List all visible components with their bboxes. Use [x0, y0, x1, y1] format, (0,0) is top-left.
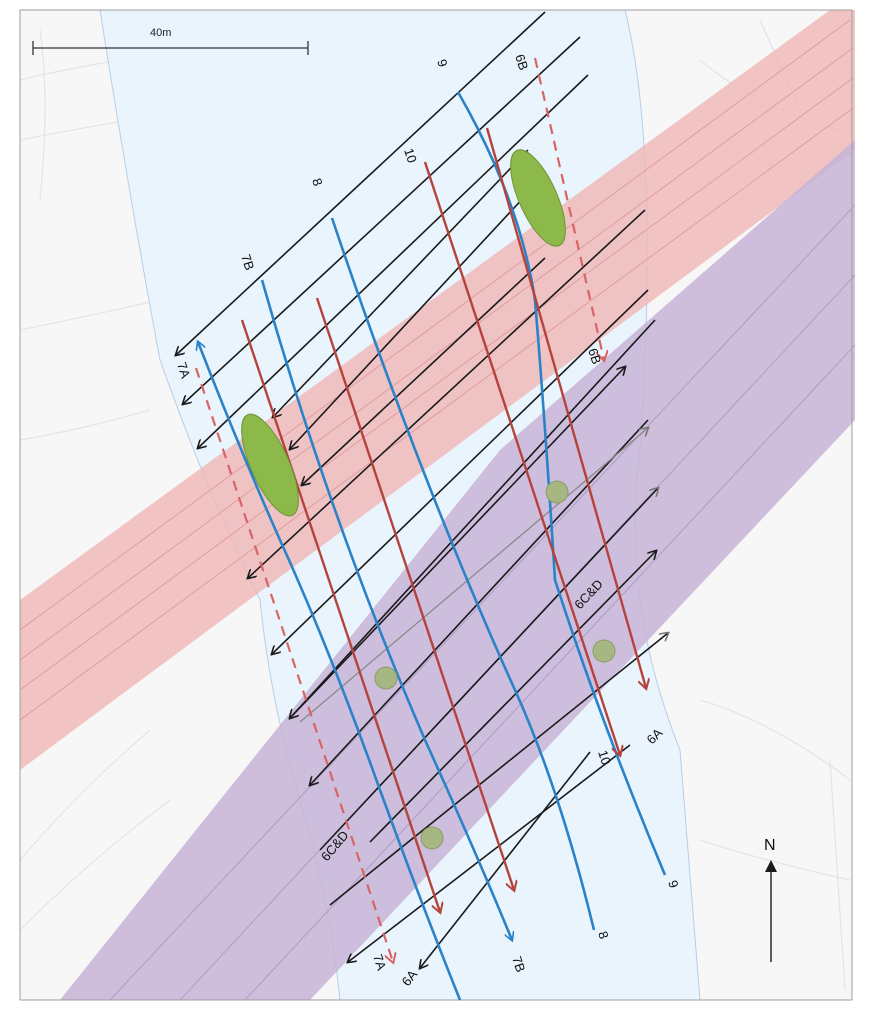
grey-arrows-lower [299, 428, 648, 723]
label-7a-end: 7A [370, 952, 389, 972]
blue-route-8 [330, 217, 596, 931]
red-routes [240, 127, 646, 912]
black-arrow [302, 257, 546, 485]
black-arrow [176, 11, 546, 355]
dashed-route-6b [533, 57, 604, 360]
purple-band [60, 140, 855, 1000]
label-9-start: 9 [434, 57, 451, 69]
black-arrow [248, 209, 646, 578]
red-route [485, 127, 646, 688]
black-arrow [290, 179, 541, 449]
scale-bar [32, 41, 309, 55]
green-ellipse [241, 413, 299, 517]
north-label: N [764, 837, 776, 854]
blue-route-9 [456, 91, 667, 876]
north-arrow-head-icon [765, 860, 777, 872]
green-dots [374, 480, 616, 850]
green-dot [545, 480, 569, 504]
green-dot [374, 666, 398, 690]
green-dot [420, 826, 444, 850]
label-6b-end: 6B [585, 346, 604, 366]
green-ellipse [510, 149, 566, 247]
green-areas [241, 149, 566, 517]
grey-arrow [299, 428, 648, 723]
blue-routes [198, 91, 667, 1001]
black-arrow [290, 319, 656, 718]
green-dot [592, 639, 616, 663]
black-arrow [369, 551, 656, 843]
label-7b-end: 7B [509, 954, 528, 974]
scale-bar-label: 40m [150, 27, 171, 39]
label-7b-start: 7B [238, 252, 257, 272]
black-arrow [273, 149, 529, 417]
label-8-end: 8 [595, 929, 612, 941]
red-route [240, 319, 440, 912]
label-10-end: 10 [595, 748, 614, 766]
label-7a-start: 7A [174, 360, 193, 380]
red-route-10 [423, 161, 620, 755]
label-10-start: 10 [401, 146, 420, 164]
black-arrow [348, 744, 631, 962]
dashed-routes [194, 57, 604, 962]
label-9-end: 9 [665, 878, 682, 890]
black-arrow [319, 488, 658, 851]
red-route [315, 297, 514, 890]
map-border [19, 9, 853, 1001]
black-arrow [310, 419, 649, 785]
black-arrows-lower [291, 367, 668, 968]
label-8-start: 8 [309, 176, 326, 188]
black-arrow [291, 367, 625, 717]
pink-band-lanes [19, 19, 854, 721]
blue-route-7a [198, 342, 462, 1001]
north-arrow [765, 860, 777, 962]
dashed-route-7a [194, 367, 393, 962]
blue-route-7b [260, 279, 512, 940]
black-arrow [329, 633, 668, 906]
label-6b-start: 6B [512, 52, 531, 72]
